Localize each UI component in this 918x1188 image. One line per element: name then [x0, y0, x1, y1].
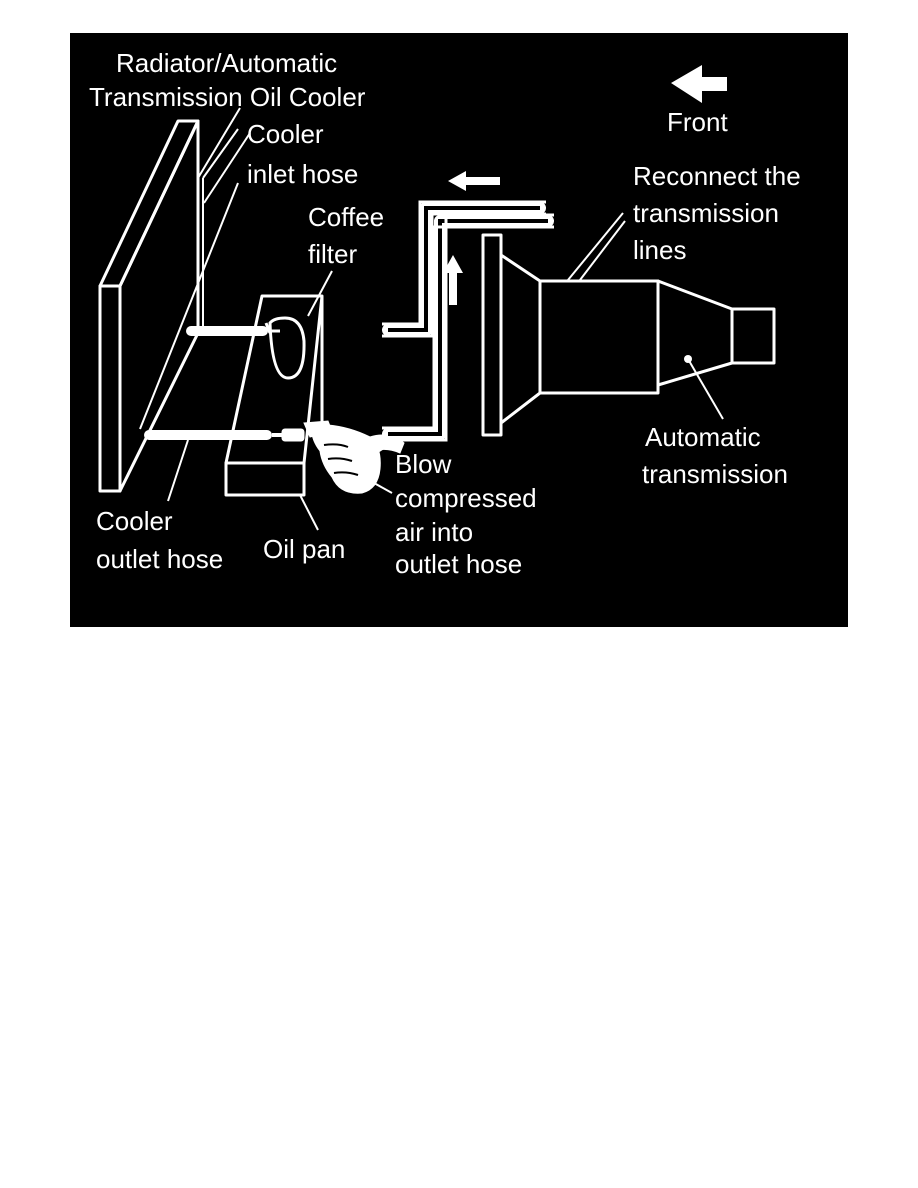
reconnect-label-line2: transmission	[633, 198, 779, 228]
radiator-label-line2: Transmission Oil Cooler	[89, 82, 366, 112]
blow-label-line1: Blow	[395, 449, 452, 479]
inlet-hose-label-line1: Cooler	[247, 119, 324, 149]
arrow-up-icon	[443, 255, 463, 305]
outlet-hose-label-line1: Cooler	[96, 506, 173, 536]
leader-lines	[139, 107, 724, 531]
reconnect-label-line3: lines	[633, 235, 686, 265]
line-outlines	[382, 200, 554, 442]
coffee-filter-label-line2: filter	[308, 239, 357, 269]
automatic-transmission	[481, 233, 776, 437]
arrow-left-icon	[448, 171, 500, 191]
cooler-flush-diagram: Radiator/Automatic Transmission Oil Cool…	[70, 33, 848, 627]
blow-label-line4: outlet hose	[395, 549, 522, 579]
radiator-label-line1: Radiator/Automatic	[116, 48, 337, 78]
reconnect-label-line1: Reconnect the	[633, 161, 801, 191]
inlet-hose-label-line2: inlet hose	[247, 159, 358, 189]
arrow-left-icon	[671, 65, 727, 103]
line-caps	[388, 206, 548, 436]
front-label: Front	[667, 107, 728, 137]
transmission-label-line2: transmission	[642, 459, 788, 489]
cooler-outlet-hose	[144, 430, 292, 440]
cooler-inlet-hose	[186, 326, 280, 336]
oil-pan-label: Oil pan	[263, 534, 345, 564]
transmission-label-line1: Automatic	[645, 422, 761, 452]
blow-label-line3: air into	[395, 517, 473, 547]
coffee-filter	[264, 316, 306, 380]
coffee-filter-label-line1: Coffee	[308, 202, 384, 232]
outlet-hose-label-line2: outlet hose	[96, 544, 223, 574]
blow-label-line2: compressed	[395, 483, 537, 513]
hand-details	[323, 443, 359, 476]
